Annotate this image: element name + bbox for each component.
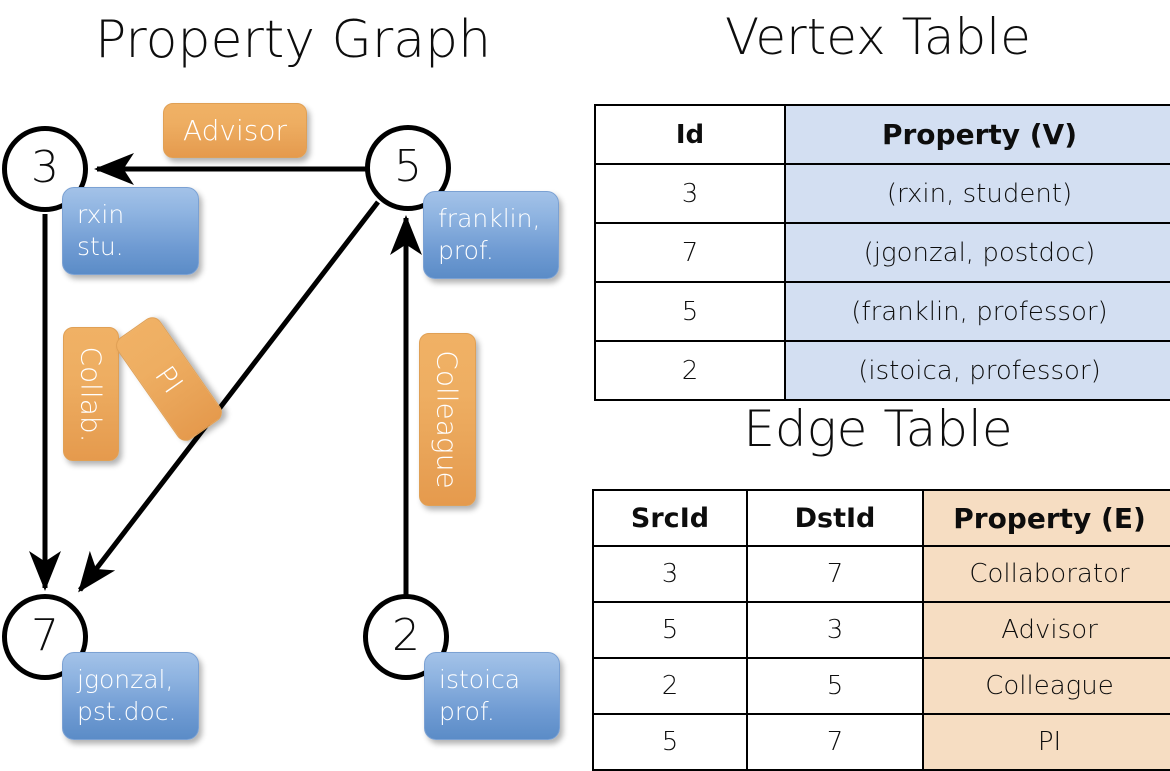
vertex-cell-id: 3 bbox=[594, 163, 786, 224]
edge-cell-dstid: 7 bbox=[746, 713, 924, 771]
vertex-table-header-row: Id Property (V) bbox=[594, 104, 1170, 165]
vertex-property-line-2: prof. bbox=[439, 697, 495, 726]
vertex-property-line-1: jgonzal, bbox=[77, 665, 174, 694]
page-title-property-graph: Property Graph bbox=[94, 10, 492, 70]
edge-label-advisor[interactable]: Advisor bbox=[163, 103, 307, 158]
edge-table-header-property: Property (E) bbox=[922, 489, 1170, 547]
edge-5-to-7-pi bbox=[78, 200, 380, 593]
edge-label-colleague-text: Colleague bbox=[431, 350, 464, 489]
vertex-property-box-2[interactable]: istoica prof. bbox=[424, 652, 560, 740]
table-row[interactable]: 5 7 PI bbox=[592, 713, 1170, 771]
table-row[interactable]: 3 (rxin, student) bbox=[594, 163, 1170, 224]
vertex-cell-property: (istoica, professor) bbox=[784, 340, 1170, 401]
graph-node-5-label: 5 bbox=[394, 141, 422, 193]
vertex-table-header-id: Id bbox=[594, 104, 786, 165]
edge-label-pi-text: PI bbox=[148, 359, 190, 399]
edge-cell-srcid: 2 bbox=[592, 657, 748, 715]
edge-table-header-srcid: SrcId bbox=[592, 489, 748, 547]
page-title-vertex-table: Vertex Table bbox=[725, 8, 1031, 66]
graph-node-5[interactable]: 5 bbox=[365, 125, 451, 211]
edge-cell-property: Colleague bbox=[922, 657, 1170, 715]
vertex-property-line-2: stu. bbox=[77, 232, 124, 261]
vertex-cell-id: 7 bbox=[594, 222, 786, 283]
vertex-property-box-5[interactable]: franklin, prof. bbox=[423, 191, 559, 279]
graph-node-2-label: 2 bbox=[392, 610, 420, 662]
vertex-cell-property: (jgonzal, postdoc) bbox=[784, 222, 1170, 283]
edge-cell-dstid: 3 bbox=[746, 601, 924, 659]
vertex-property-line-1: istoica bbox=[439, 665, 521, 694]
table-row[interactable]: 5 3 Advisor bbox=[592, 601, 1170, 659]
vertex-property-line-1: franklin, bbox=[438, 204, 541, 233]
table-row[interactable]: 2 (istoica, professor) bbox=[594, 340, 1170, 401]
vertex-cell-id: 5 bbox=[594, 281, 786, 342]
edge-cell-dstid: 7 bbox=[746, 545, 924, 603]
table-row[interactable]: 7 (jgonzal, postdoc) bbox=[594, 222, 1170, 283]
edge-label-collab[interactable]: Collab. bbox=[63, 327, 119, 461]
graph-node-2[interactable]: 2 bbox=[363, 594, 449, 680]
edge-table-header-dstid: DstId bbox=[746, 489, 924, 547]
edge-cell-property: Collaborator bbox=[922, 545, 1170, 603]
vertex-property-line-2: prof. bbox=[438, 236, 494, 265]
edge-table-header-row: SrcId DstId Property (E) bbox=[592, 489, 1170, 547]
vertex-cell-property: (rxin, student) bbox=[784, 163, 1170, 224]
edge-label-colleague[interactable]: Colleague bbox=[419, 333, 476, 506]
vertex-property-line-2: pst.doc. bbox=[77, 697, 177, 726]
property-graph-diagram: 3 5 7 2 rxin stu. franklin, prof. jgonza… bbox=[0, 0, 586, 760]
table-row[interactable]: 3 7 Collaborator bbox=[592, 545, 1170, 603]
vertex-property-line-1: rxin bbox=[77, 200, 125, 229]
vertex-cell-property: (franklin, professor) bbox=[784, 281, 1170, 342]
edge-cell-dstid: 5 bbox=[746, 657, 924, 715]
edge-cell-srcid: 5 bbox=[592, 713, 748, 771]
vertex-table: Id Property (V) 3 (rxin, student) 7 (jgo… bbox=[594, 104, 1170, 401]
vertex-property-box-7[interactable]: jgonzal, pst.doc. bbox=[62, 652, 199, 740]
vertex-cell-id: 2 bbox=[594, 340, 786, 401]
edge-cell-srcid: 5 bbox=[592, 601, 748, 659]
table-row[interactable]: 2 5 Colleague bbox=[592, 657, 1170, 715]
edge-label-advisor-text: Advisor bbox=[182, 114, 287, 147]
table-row[interactable]: 5 (franklin, professor) bbox=[594, 281, 1170, 342]
vertex-property-box-3[interactable]: rxin stu. bbox=[62, 187, 199, 275]
edge-table: SrcId DstId Property (E) 3 7 Collaborato… bbox=[592, 489, 1170, 771]
graph-node-3-label: 3 bbox=[31, 142, 59, 194]
edge-cell-srcid: 3 bbox=[592, 545, 748, 603]
graph-node-7-label: 7 bbox=[31, 610, 59, 662]
graph-edges-layer bbox=[29, 153, 422, 596]
page-title-edge-table: Edge Table bbox=[743, 400, 1013, 458]
vertex-table-header-property: Property (V) bbox=[784, 104, 1170, 165]
edge-cell-property: Advisor bbox=[922, 601, 1170, 659]
edge-cell-property: PI bbox=[922, 713, 1170, 771]
edge-label-collab-text: Collab. bbox=[74, 345, 108, 443]
